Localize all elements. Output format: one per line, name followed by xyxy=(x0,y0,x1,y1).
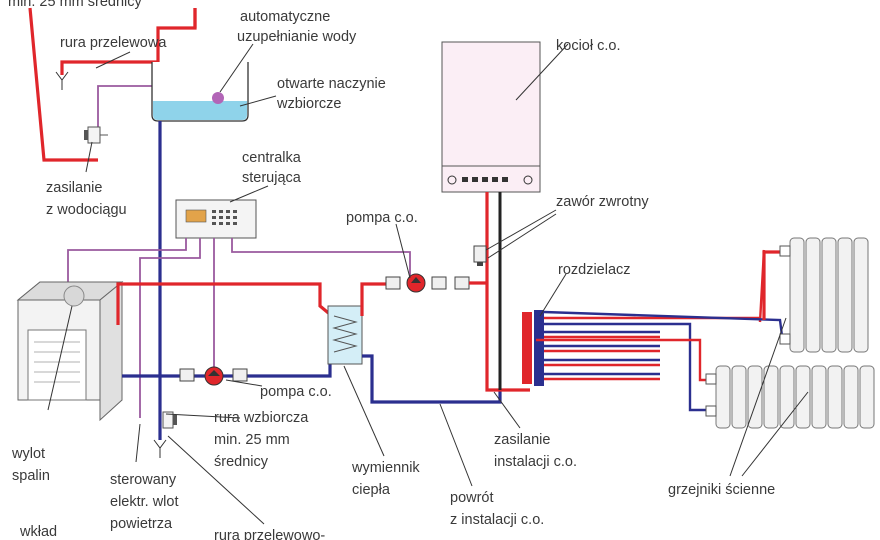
label-controller-2: sterująca xyxy=(242,170,302,186)
label-open-tank-1: otwarte naczynie xyxy=(277,76,386,92)
label-pump-top: pompa c.o. xyxy=(346,210,418,226)
label-air-inlet-2: elektr. wlot xyxy=(110,494,179,510)
flue-outlet-icon xyxy=(63,285,85,307)
label-water-supply-2: z wodociągu xyxy=(46,202,127,218)
overflow-lower-valve xyxy=(162,411,177,429)
label-overflow-pipe: rura przelewowa xyxy=(60,35,167,51)
label-check-valve: zawór zwrotny xyxy=(556,194,649,210)
label-manifold: rozdzielacz xyxy=(558,262,631,278)
exchanger-out-pipe xyxy=(360,282,386,316)
top-pump xyxy=(385,273,470,293)
float-valve-icon xyxy=(212,92,224,104)
label-air-inlet-1: sterowany xyxy=(110,472,177,488)
lower-drain-y xyxy=(153,439,167,458)
label-return-2: z instalacji c.o. xyxy=(450,512,544,528)
label-air-inlet-3: powietrza xyxy=(110,516,173,532)
bottom-pump xyxy=(179,366,248,386)
label-water-supply-1: zasilanie xyxy=(46,180,102,196)
label-return-1: powrót xyxy=(450,490,494,506)
label-flue-1: wylot xyxy=(11,446,45,462)
label-auto-refill-1: automatyczne xyxy=(240,9,330,25)
radiator-lower xyxy=(705,365,875,429)
heat-exchanger xyxy=(327,305,363,365)
label-boiler: kocioł c.o. xyxy=(556,38,620,54)
label-auto-refill-2: uzupełnianie wody xyxy=(237,29,357,45)
radiator-upper xyxy=(779,237,869,353)
boiler-supply-pipe xyxy=(485,192,530,392)
manifold xyxy=(522,310,544,386)
label-expansion-pipe-1: rura wzbiorcza xyxy=(214,410,309,426)
label-flue-2: spalin xyxy=(12,468,50,484)
label-heat-exchanger-2: ciepła xyxy=(352,482,391,498)
leader-lines xyxy=(47,43,809,525)
label-controller-1: centralka xyxy=(242,150,302,166)
control-wire-1 xyxy=(67,238,187,300)
label-overflow-top: min. 25 mm średnicy xyxy=(8,0,143,10)
control-wire-4 xyxy=(231,238,411,278)
label-insert: wkład xyxy=(19,524,57,540)
insert-supply-pipe xyxy=(116,282,334,325)
label-supply-1: zasilanie xyxy=(494,432,550,448)
label-expansion-pipe-3: średnicy xyxy=(214,454,269,470)
insert-return-pipe xyxy=(122,362,332,378)
fireplace-insert xyxy=(16,280,124,422)
check-valve xyxy=(473,245,487,266)
exchanger-return-pipe xyxy=(362,354,502,404)
open-expansion-tank xyxy=(151,62,249,122)
control-unit xyxy=(175,199,257,239)
water-supply-valve xyxy=(84,126,108,144)
radiator-top-supply xyxy=(762,250,790,320)
label-open-tank-2: wzbiorcze xyxy=(276,96,341,112)
control-wire-2 xyxy=(139,238,201,418)
label-heat-exchanger-1: wymiennik xyxy=(351,460,420,476)
gas-boiler xyxy=(441,41,541,193)
label-expansion-pipe-2: min. 25 mm xyxy=(214,432,290,448)
label-pump-bottom: pompa c.o. xyxy=(260,384,332,400)
label-overflow-bottom: rura przelewowo- xyxy=(214,528,325,540)
label-radiators: grzejniki ścienne xyxy=(668,482,775,498)
overflow-drain-y xyxy=(55,71,69,90)
label-supply-2: instalacji c.o. xyxy=(494,454,577,470)
